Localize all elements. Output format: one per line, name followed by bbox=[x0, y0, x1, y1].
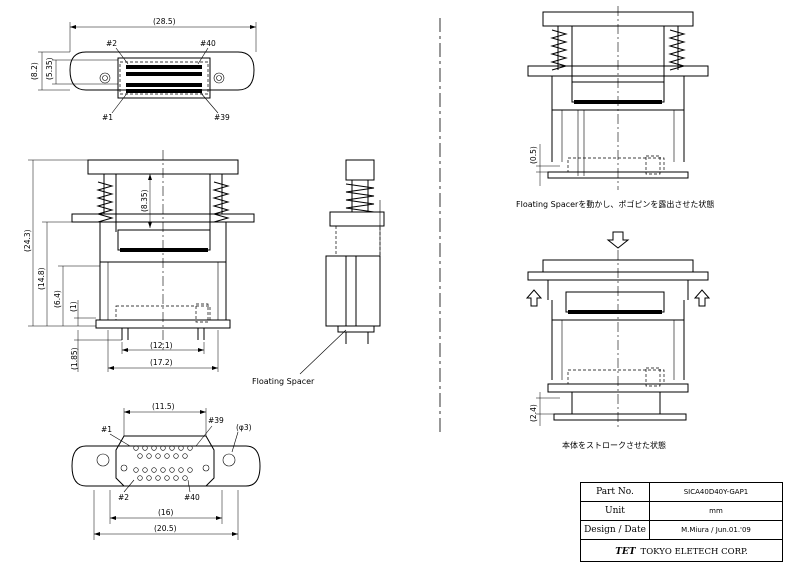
top-view: (28.5) (8.2) (5.35) #2 #40 #1 bbox=[30, 17, 257, 122]
title-block: Part No. SICA40D40Y-GAP1 Unit mm Design … bbox=[580, 482, 783, 562]
lower-state-view: (2.4) 本体をストロークさせた状態 bbox=[525, 250, 711, 450]
bottom-dim-bottom: (20.5) bbox=[154, 524, 177, 533]
top-pin-39: #39 bbox=[214, 113, 230, 122]
side-dim-total: (24.3) bbox=[23, 229, 32, 252]
lower-caption: 本体をストロークさせた状態 bbox=[562, 440, 666, 450]
bottom-pin-40: #40 bbox=[184, 493, 200, 502]
title-row-design: Design / Date M.Miura / Jun.01.'09 bbox=[581, 521, 782, 540]
unit-value: mm bbox=[709, 507, 723, 515]
side-dim-small: (1) bbox=[69, 301, 78, 312]
bottom-pin-array bbox=[133, 445, 193, 481]
top-dim-inner: (5.35) bbox=[45, 57, 54, 80]
side-springs bbox=[96, 181, 230, 223]
part-no-value: SICA40D40Y-GAP1 bbox=[683, 488, 749, 496]
side-dim-middle: (14.8) bbox=[37, 267, 46, 290]
upper-state-view: (0.5) Floating Spacerを動かし、ポゴピンを露出させた状態 bbox=[516, 6, 714, 209]
down-arrow-icon bbox=[606, 231, 630, 249]
section-view bbox=[325, 159, 385, 344]
floating-spacer-label: Floating Spacer bbox=[252, 377, 315, 386]
company-name: TOKYO ELETECH CORP. bbox=[640, 547, 748, 557]
bottom-dim-hole: (φ3) bbox=[236, 423, 252, 432]
floating-spacer-callout: Floating Spacer bbox=[252, 329, 347, 386]
top-dim-outer: (8.2) bbox=[30, 62, 39, 80]
unit-label: Unit bbox=[581, 502, 650, 520]
bottom-dim-top: (11.5) bbox=[152, 402, 175, 411]
company-logo: TET bbox=[615, 547, 636, 557]
bottom-view: (11.5) #1 #39 (φ3) bbox=[71, 402, 261, 540]
title-row-part-no: Part No. SICA40D40Y-GAP1 bbox=[581, 483, 782, 502]
top-pin-1: #1 bbox=[102, 113, 113, 122]
side-dim-width-inner: (12.1) bbox=[150, 341, 173, 350]
side-dim-pin: (1.85) bbox=[70, 347, 79, 370]
top-dim-width: (28.5) bbox=[153, 17, 176, 26]
up-arrow-right-icon bbox=[693, 289, 711, 307]
top-pin-40: #40 bbox=[200, 39, 216, 48]
bottom-pin-39: #39 bbox=[208, 416, 224, 425]
bottom-dim-mid: (16) bbox=[158, 508, 173, 517]
bottom-pin-2: #2 bbox=[118, 493, 129, 502]
design-label: Design / Date bbox=[581, 521, 650, 539]
side-view: (8.35) (24.3) (14.8) (6.4) (1) (1.85) (1… bbox=[23, 150, 255, 372]
bottom-pin-1: #1 bbox=[101, 425, 112, 434]
title-row-unit: Unit mm bbox=[581, 502, 782, 521]
up-arrow-left-icon bbox=[525, 289, 543, 307]
part-no-label: Part No. bbox=[581, 483, 650, 501]
side-dim-spring: (8.35) bbox=[140, 189, 149, 212]
top-pin-2: #2 bbox=[106, 39, 117, 48]
design-value: M.Miura / Jun.01.'09 bbox=[681, 526, 751, 534]
side-dim-lower: (6.4) bbox=[53, 290, 62, 308]
lower-dim: (2.4) bbox=[529, 404, 538, 422]
upper-caption: Floating Spacerを動かし、ポゴピンを露出させた状態 bbox=[516, 199, 714, 209]
side-dim-width-outer: (17.2) bbox=[150, 358, 173, 367]
company-row: TET TOKYO ELETECH CORP. bbox=[581, 543, 782, 561]
upper-dim: (0.5) bbox=[529, 146, 538, 164]
top-pin-rows bbox=[126, 65, 202, 93]
